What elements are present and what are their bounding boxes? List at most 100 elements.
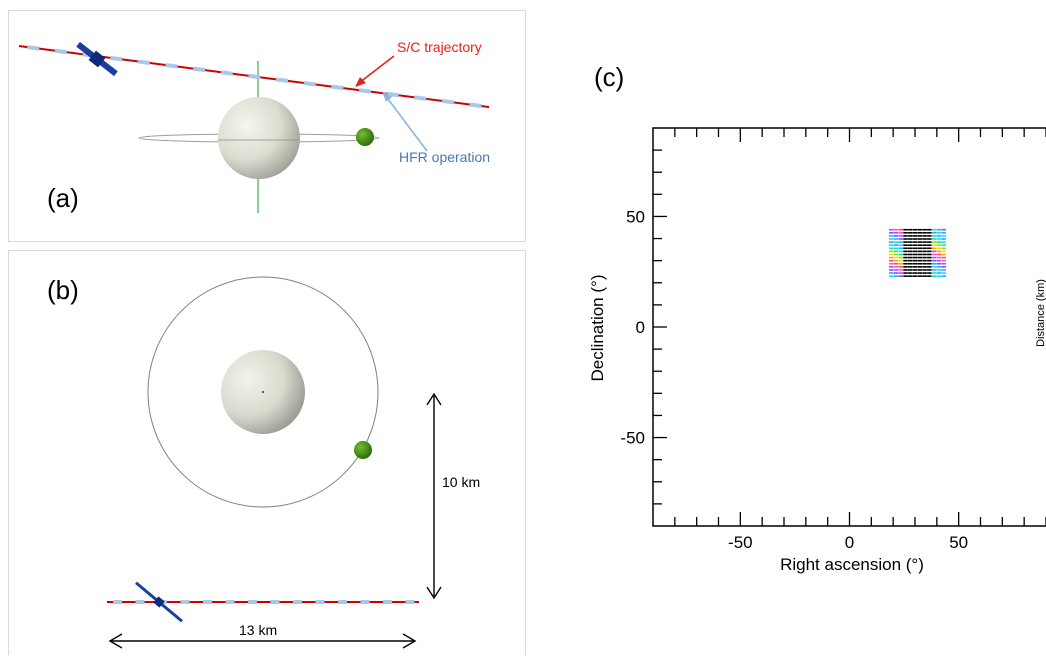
hfr-segment [248,73,261,80]
data-point [936,241,942,243]
data-point [931,244,937,246]
data-point [917,259,923,262]
data-point [922,275,927,277]
data-point [927,259,932,262]
data-point [922,269,927,271]
data-point [936,250,942,253]
data-point [941,272,946,274]
data-point [931,232,937,234]
data-point [927,247,932,250]
data-point [888,269,894,271]
horizontal-arrowhead-left [108,633,123,649]
data-point [941,244,946,246]
data-point [912,250,918,253]
data-point [931,259,937,262]
data-point [912,269,918,271]
x-axis-label: Right ascension (°) [780,555,924,574]
data-point [922,262,927,265]
data-point [927,269,932,271]
trajectory-label: S/C trajectory [397,39,482,55]
data-point [888,241,894,243]
data-point [931,272,937,274]
data-point [917,272,923,274]
panel-a-diagram: S/C trajectory HFR operation [18,39,490,213]
data-point [941,247,946,250]
hfr-segment [137,59,151,65]
data-point [941,256,946,259]
hfr-arrow [384,94,428,152]
data-point [893,250,899,253]
hfr-arrowhead [382,91,392,102]
data-point [931,235,937,237]
trajectory-arrow [358,55,395,84]
data-point [917,244,923,246]
data-point [908,253,913,256]
data-point [936,259,942,262]
data-point [936,238,942,240]
spacecraft-icon [135,581,183,623]
data-point [908,269,913,271]
data-point [893,235,899,237]
trajectory-arrowhead [355,77,366,87]
plot-frame [652,127,1046,527]
hfr-segment [469,102,482,109]
hfr-segment [386,91,399,98]
data-point [898,266,904,268]
data-point [898,232,904,234]
data-point [908,256,913,259]
data-point [912,275,918,277]
data-point [936,232,942,234]
data-point [917,275,923,277]
data-point [927,238,932,240]
x-tick-label: -50 [728,533,753,552]
data-point [941,228,946,231]
hfr-segment [303,80,316,87]
data-point [931,238,937,240]
data-point [931,275,937,277]
data-point [927,244,932,246]
data-point [917,266,923,268]
panel-a: S/C trajectory HFR operation (a) [8,10,526,242]
panel-b-label: (b) [47,275,79,305]
data-point [908,228,913,231]
data-point [922,247,927,250]
data-point [912,256,918,259]
data-point [927,228,932,231]
data-point [888,238,894,240]
data-point [908,238,913,240]
data-point [936,228,942,231]
data-point [888,247,894,250]
data-point [898,247,904,250]
data-point [893,247,899,250]
data-point [888,253,894,256]
data-point [931,269,937,271]
data-point [936,266,942,268]
data-point [908,235,913,237]
data-point [931,241,937,243]
data-point [917,232,923,234]
data-point [888,228,894,231]
data-point [903,269,908,271]
data-point [912,228,918,231]
data-point [908,259,913,262]
data-point [941,253,946,256]
data-point [903,247,908,250]
data-point [888,275,894,277]
data-point [922,266,927,268]
data-point [917,228,923,231]
hfr-segment [27,45,40,51]
data-point [931,228,937,231]
data-point [898,262,904,265]
data-point [922,244,927,246]
data-point [898,275,904,277]
data-point [927,250,932,253]
data-point [931,256,937,259]
data-point [888,235,894,237]
hfr-segments [27,45,482,109]
data-point [917,269,923,271]
hfr-segment [441,98,455,105]
data-point [936,269,942,271]
data-point [903,244,908,246]
data-point [893,269,899,271]
